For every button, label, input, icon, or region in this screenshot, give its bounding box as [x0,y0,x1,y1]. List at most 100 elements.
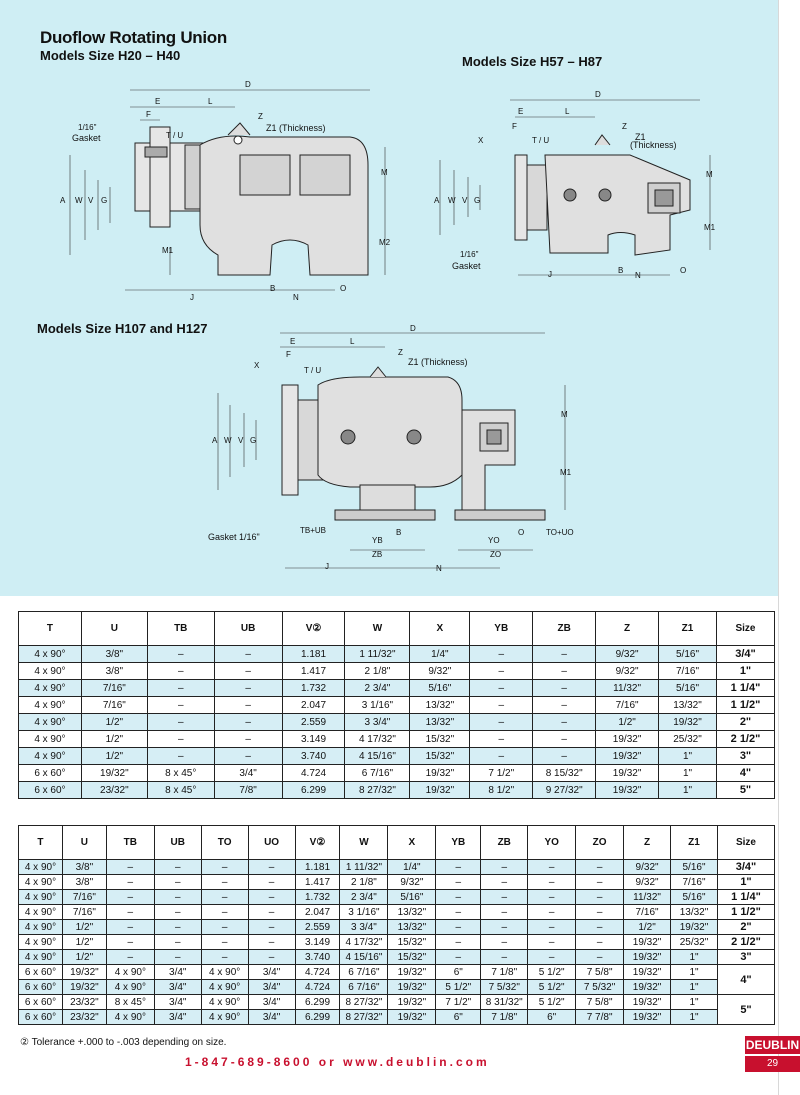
table-cell: 4.724 [294,979,341,995]
dim-TU: T / U [166,131,183,140]
dim-W: W [224,436,232,445]
table-cell: 9 27/32" [532,781,597,799]
table-cell: 19/32" [595,747,660,765]
table-cell: – [247,904,296,920]
table-cell: 5 1/2" [527,979,577,995]
table-cell: – [469,747,534,765]
dim-D: D [245,80,251,89]
dim-E: E [155,97,160,106]
table-cell: 6 7/16" [339,979,389,995]
table-cell: – [213,696,283,714]
table-cell: 4 15/16" [344,747,411,765]
column-header: V② [281,611,346,646]
brand-logo: DEUBLIN [745,1036,800,1054]
table-cell: 1.732 [281,679,346,697]
dim-M: M [561,410,568,419]
column-header: T [18,611,82,646]
table-cell: 19/32" [80,764,148,782]
table-cell: 1.417 [281,662,346,680]
column-header: U [80,611,148,646]
table-cell: 8 x 45° [146,781,215,799]
table-cell: 11/32" [623,889,672,905]
table-cell: 3/4" [247,979,296,995]
table-cell: – [146,713,215,731]
dim-B: B [396,528,401,537]
table-cell: – [105,889,155,905]
table-cell: 1" [658,764,717,782]
table-cell: 4 17/32" [339,934,389,950]
table-cell: – [527,919,577,935]
table-cell: – [480,949,529,965]
table-cell: – [247,919,296,935]
table-cell: 4 x 90° [18,747,82,765]
table-cell: 8 1/2" [469,781,534,799]
column-header: Size [716,825,776,860]
table-cell: 19/32" [658,713,717,731]
dim-thickness: (Thickness) [630,140,677,150]
table-cell: 7 5/8" [575,964,625,980]
table-cell: 5 1/2" [435,979,482,995]
column-header: TB [146,611,215,646]
table-cell: – [200,949,249,965]
table-cell: 6.299 [294,994,341,1010]
table-cell: 5/16" [670,889,718,905]
table-cell: – [480,889,529,905]
table-cell: 7/16" [670,874,718,890]
table-cell: 6 7/16" [339,964,389,980]
dim-V: V [238,436,244,445]
table-cell: 1 11/32" [339,859,389,875]
column-header: X [409,611,471,646]
table-cell: – [146,679,215,697]
dim-TU: T / U [304,366,321,375]
table-cell: – [200,934,249,950]
dim-TBUB: TB+UB [300,526,326,535]
table-cell: 6 x 60° [18,1009,63,1025]
gasket-size: 1/16" [460,250,479,259]
table-cell: 7/16" [595,696,660,714]
size-cell: 1 1/2" [716,904,776,920]
table-cell: – [200,874,249,890]
table-cell: 4 x 90° [18,662,82,680]
table-cell: 4 x 90° [18,730,82,748]
table-cell: 4 x 90° [18,874,63,890]
table-cell: 2 1/2" [715,730,776,748]
size-cell: 3/4" [716,859,776,875]
dim-J: J [325,562,329,571]
table-cell: 6 x 60° [18,994,63,1010]
table-cell: – [153,949,202,965]
dim-M: M [381,168,388,177]
table-cell: 4 x 90° [18,859,63,875]
table-cell: 5/16" [658,679,717,697]
table-cell: 2" [715,713,776,731]
table-cell: 3 3/4" [339,919,389,935]
table-cell: 3.149 [281,730,346,748]
table-row: 6 x 60°23/32"8 x 45°3/4"4 x 90°3/4"6.299… [18,994,776,1025]
table-row: 6 x 60°23/32"4 x 90°3/4"4 x 90°3/4"6.299… [18,1009,775,1025]
table-cell: 19/32" [387,1009,437,1025]
table-cell: 3/4" [213,764,283,782]
column-header: TB [105,825,155,860]
table-cell: 1.732 [294,889,341,905]
table-cell: 5/16" [670,859,718,875]
size-cell: 2" [716,919,776,935]
table-cell: – [213,645,283,663]
table-cell: – [435,874,482,890]
column-header: ZB [532,611,597,646]
size-cell: 5" [716,994,776,1025]
table-cell: 19/32" [61,979,107,995]
table-cell: – [105,859,155,875]
table-cell: 9/32" [387,874,437,890]
column-header: Z1 [670,825,718,860]
table-cell: 15/32" [387,949,437,965]
table-cell: 23/32" [80,781,148,799]
dim-N: N [293,293,299,302]
table-cell: 19/32" [387,964,437,980]
table-cell: 8 27/32" [339,1009,389,1025]
table-cell: 7/16" [658,662,717,680]
table-cell: 8 x 45° [105,994,155,1010]
